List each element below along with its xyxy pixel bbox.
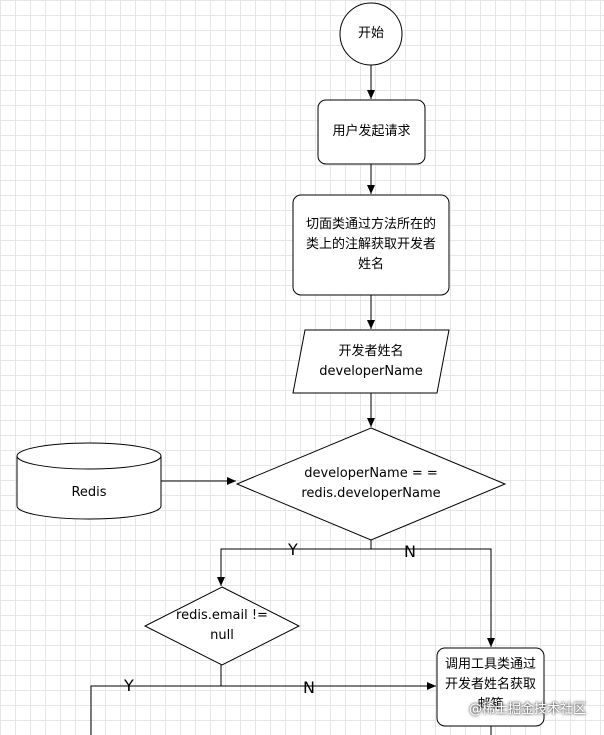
- compare-label: developerName = = redis.developerName: [301, 466, 441, 501]
- devname-node: [292, 329, 450, 394]
- compare-no-label: N: [404, 542, 416, 561]
- devname-label: 开发者姓名 developerName: [319, 343, 423, 379]
- email-yes-label: Y: [124, 676, 134, 695]
- email-check-label: redis.email != null: [176, 608, 268, 643]
- edge-email-yes: [90, 685, 221, 735]
- watermark: @稀土掘金技术社区: [468, 702, 586, 717]
- start-label: 开始: [357, 26, 384, 41]
- redis-database: [16, 442, 162, 520]
- email-check-node: [143, 586, 301, 666]
- compare-yes-label: Y: [288, 540, 298, 559]
- edge-email-no: [220, 665, 436, 690]
- redis-label: Redis: [71, 485, 107, 500]
- aspect-label: 切面类通过方法所在的 类上的注解获取开发者 姓名: [305, 217, 436, 272]
- edge-compare-no: [370, 540, 495, 647]
- request-label: 用户发起请求: [332, 124, 411, 139]
- tool-label: 调用工具类通过 开发者姓名获取 邮箱: [444, 657, 536, 712]
- email-no-label: N: [303, 678, 315, 697]
